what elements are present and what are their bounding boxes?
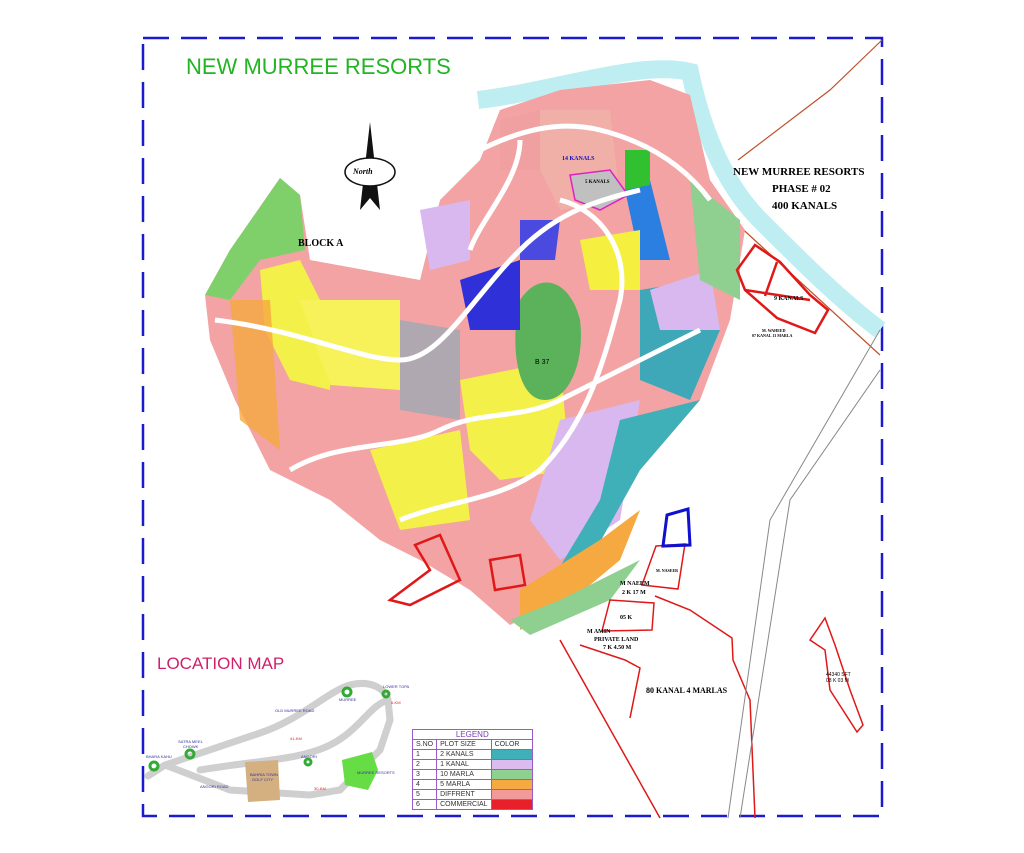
blue-plot bbox=[661, 507, 692, 548]
bhara-kahu-label: BHARA KAHU bbox=[146, 754, 172, 759]
legend-row: 6 COMMERCIAL bbox=[411, 799, 533, 810]
legend-plot-size: 2 KANALS bbox=[436, 749, 492, 760]
satra-meel-label: SATRA MEEL bbox=[178, 739, 203, 744]
legend-sno: 2 bbox=[411, 759, 438, 770]
legend-plot-size: COMMERCIAL bbox=[436, 799, 492, 810]
private-land-label: PRIVATE LAND bbox=[594, 637, 639, 643]
phase2-subtitle: PHASE # 02 bbox=[772, 183, 831, 195]
05k-label: 05 K bbox=[620, 615, 633, 621]
nine-kanals-label: 9 KANALS bbox=[774, 296, 804, 302]
map-border bbox=[141, 36, 884, 818]
bahria-label: BAHRIA TOWN bbox=[250, 772, 278, 777]
river bbox=[476, 60, 886, 338]
legend-color-swatch bbox=[490, 769, 533, 780]
angori-label: ANGORI bbox=[301, 754, 317, 759]
block-plots bbox=[205, 80, 745, 635]
legend-plot-size: 5 MARLA bbox=[436, 779, 492, 790]
roads bbox=[214, 123, 712, 523]
legend-row: 4 5 MARLA bbox=[411, 779, 533, 790]
phase2-title: NEW MURREE RESORTS bbox=[733, 166, 865, 178]
plot-b37: B 37 bbox=[535, 359, 550, 366]
bahria-golf-city-area bbox=[245, 760, 280, 802]
legend-row: 3 10 MARLA bbox=[411, 769, 533, 780]
amin-area: 7 K 4.50 M bbox=[603, 645, 632, 651]
map-title: NEW MURREE RESORTS bbox=[186, 54, 451, 79]
amin-label: M AMIN bbox=[587, 629, 611, 635]
land-boundaries bbox=[559, 543, 864, 819]
legend-header: COLOR bbox=[490, 739, 533, 750]
legend-row: 5 DIFFRENT bbox=[411, 789, 533, 800]
legend-title: LEGEND bbox=[412, 729, 533, 740]
main-road bbox=[727, 329, 881, 819]
murree-label: MURREE bbox=[339, 697, 357, 702]
location-markers bbox=[148, 686, 391, 772]
legend-color-swatch bbox=[490, 799, 533, 810]
legend-header: PLOT SIZE bbox=[436, 739, 492, 750]
80-kanal-label: 80 KANAL 4 MARLAS bbox=[646, 686, 728, 695]
legend-color-swatch bbox=[490, 779, 533, 790]
sft-kanal-label: 08 K 03 M bbox=[826, 678, 849, 684]
golf-city-label: GOLF CITY bbox=[252, 777, 274, 782]
sft-label: 44340 SFT bbox=[826, 672, 851, 678]
legend-sno: 4 bbox=[411, 779, 438, 790]
naseer-label: M. NASEER bbox=[656, 568, 679, 573]
30km-label: 30-KM bbox=[314, 786, 326, 791]
angori-road-label: ANGORI ROAD bbox=[200, 784, 229, 789]
legend-color-swatch bbox=[490, 789, 533, 800]
murree-resorts-area bbox=[342, 752, 378, 790]
red-boundaries bbox=[387, 243, 830, 607]
plot-5-kanals: 5 KANALS bbox=[585, 180, 610, 185]
lower-topa-label: LOWER TOPA bbox=[383, 684, 410, 689]
legend-plot-size: 10 MARLA bbox=[436, 769, 492, 780]
location-map-roads bbox=[144, 680, 394, 799]
legend-plot-size: DIFFRENT bbox=[436, 789, 492, 800]
north-arrow-icon bbox=[344, 122, 396, 210]
block-a-label: BLOCK A bbox=[298, 238, 344, 249]
legend-header: S.NO bbox=[411, 739, 438, 750]
legend-color-swatch bbox=[490, 749, 533, 760]
legend-sno: 5 bbox=[411, 789, 438, 800]
plot-14-kanals: 14 KANALS bbox=[562, 156, 595, 162]
legend-color-swatch bbox=[490, 759, 533, 770]
murree-resorts-label: MURREE RESORTS bbox=[357, 770, 395, 775]
naeem-label: M NAEEM bbox=[620, 581, 650, 587]
phase2-area: 400 KANALS bbox=[772, 200, 838, 212]
north-label: North bbox=[353, 167, 373, 176]
6km-label: 6-KM bbox=[391, 700, 401, 705]
naeem-area: 2 K 17 M bbox=[622, 590, 646, 596]
waheed-label: M. WAHEED bbox=[762, 328, 786, 333]
41km-label: 41-KM bbox=[290, 736, 302, 741]
legend-sno: 3 bbox=[411, 769, 438, 780]
legend-sno: 6 bbox=[411, 799, 438, 810]
legend-row: 2 1 KANAL bbox=[411, 759, 533, 770]
legend-table: LEGEND S.NO PLOT SIZE COLOR 1 2 KANALS 2… bbox=[411, 729, 533, 810]
chowk-label: CHOWK bbox=[183, 744, 199, 749]
legend-plot-size: 1 KANAL bbox=[436, 759, 492, 770]
old-murree-road-label: OLD MURREE ROAD bbox=[275, 708, 315, 713]
location-map-title: LOCATION MAP bbox=[157, 654, 285, 673]
legend-row: 1 2 KANALS bbox=[411, 749, 533, 760]
waheed-area: 07 KANAL 13 MARLA bbox=[752, 333, 793, 338]
legend-sno: 1 bbox=[411, 749, 438, 760]
